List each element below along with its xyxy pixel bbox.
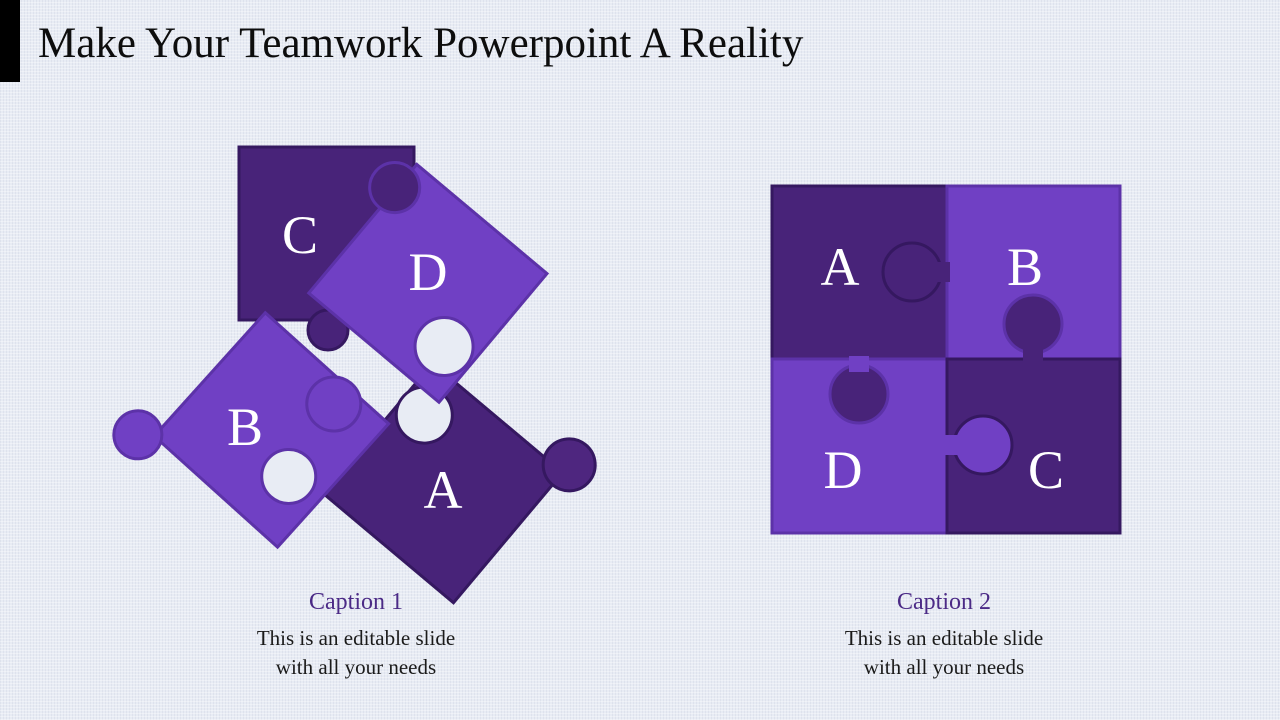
caption-text-2-line2: with all your needs	[863, 655, 1025, 679]
right-puzzle: A B D C	[770, 184, 1122, 535]
caption-title-1[interactable]: Caption 1	[309, 589, 403, 615]
caption-text-1[interactable]: This is an editable slide with all your …	[186, 624, 526, 682]
title-accent-bar	[0, 0, 20, 82]
caption-block-1: Caption 1 This is an editable slide with…	[186, 587, 526, 682]
left-piece-b[interactable]: B	[104, 284, 392, 572]
left-piece-d[interactable]: D	[288, 147, 550, 405]
caption-text-1-line1: This is an editable slide	[256, 626, 456, 650]
left-piece-a-letter: A	[424, 460, 463, 520]
right-piece-b-letter: B	[1007, 237, 1043, 297]
caption-text-2[interactable]: This is an editable slide with all your …	[774, 624, 1114, 682]
caption-block-2: Caption 2 This is an editable slide with…	[774, 587, 1114, 682]
slide-title[interactable]: Make Your Teamwork Powerpoint A Reality	[38, 20, 804, 67]
right-piece-a-letter: A	[821, 237, 860, 297]
right-piece-d-letter: D	[824, 440, 863, 500]
caption-title-2[interactable]: Caption 2	[897, 589, 991, 615]
left-piece-a[interactable]: A	[321, 335, 605, 619]
left-piece-b-letter: B	[227, 397, 263, 457]
caption-text-2-line1: This is an editable slide	[844, 626, 1044, 650]
right-puzzle-knobs	[828, 241, 1064, 476]
right-piece-c-letter: C	[1028, 440, 1064, 500]
left-piece-d-letter: D	[409, 242, 448, 302]
left-puzzle: C A B D	[104, 145, 605, 619]
left-piece-c-letter: C	[282, 205, 318, 265]
caption-text-1-line2: with all your needs	[275, 655, 437, 679]
